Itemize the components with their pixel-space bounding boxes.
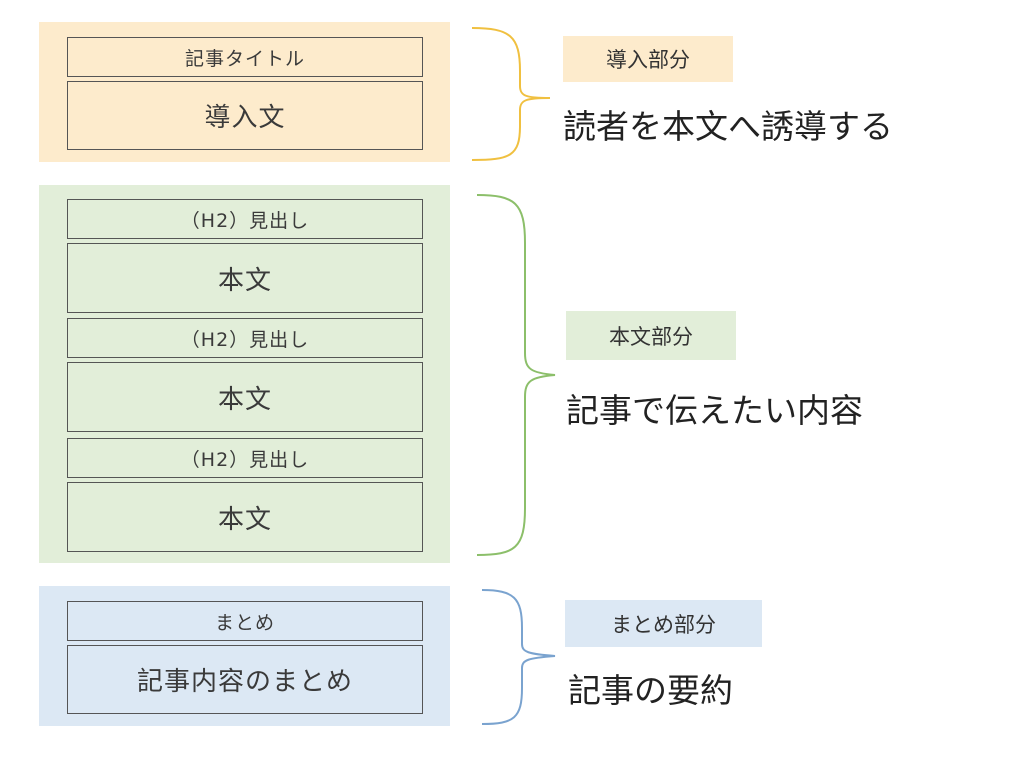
intro-caption: 読者を本文へ誘導する: [563, 107, 893, 146]
summary-tag: まとめ部分: [565, 600, 762, 647]
intro-brace: [471, 27, 551, 161]
body-tag: 本文部分: [566, 311, 736, 360]
body-section: [39, 185, 450, 563]
intro-section: [39, 22, 450, 162]
heading-box-3: （H2）見出し: [67, 438, 423, 478]
heading-box-2: （H2）見出し: [67, 318, 423, 358]
intro-text-box: 導入文: [67, 81, 423, 150]
body-text-box-1: 本文: [67, 243, 423, 313]
body-caption: 記事で伝えたい内容: [566, 391, 863, 430]
summary-brace: [481, 589, 556, 725]
body-text-box-3: 本文: [67, 482, 423, 552]
summary-caption: 記事の要約: [568, 671, 733, 710]
body-text-box-2: 本文: [67, 362, 423, 432]
article-title-box: 記事タイトル: [67, 37, 423, 77]
summary-text-box: 記事内容のまとめ: [67, 645, 423, 714]
summary-heading-box: まとめ: [67, 601, 423, 641]
heading-box-1: （H2）見出し: [67, 199, 423, 239]
intro-tag: 導入部分: [563, 36, 733, 82]
body-brace: [476, 194, 556, 556]
summary-section: [39, 586, 450, 726]
